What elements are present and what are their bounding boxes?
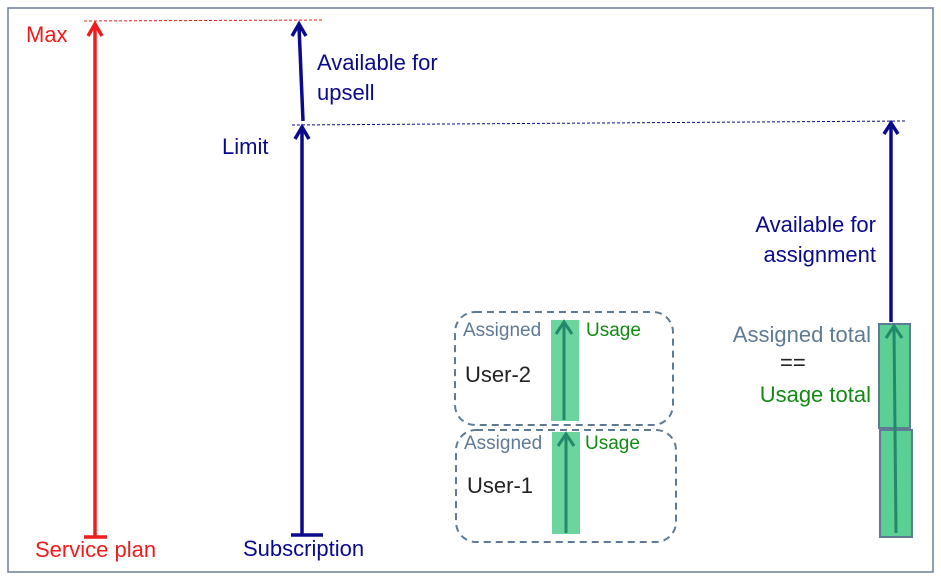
max-dashed-line [83, 19, 324, 22]
available-assignment-line1: Available for [755, 212, 876, 237]
user-2-name: User-2 [465, 362, 532, 387]
max-label: Max [26, 22, 68, 47]
total-usage-arrow [892, 327, 898, 534]
user-1-name: User-1 [467, 473, 534, 498]
user-2-usage-label: Usage [586, 320, 641, 341]
assignment-arrowhead-icon [882, 119, 900, 135]
total-arrowhead-icon [884, 323, 904, 339]
available-upsell-line2: upsell [317, 80, 375, 105]
user-2-arrowhead-icon [554, 319, 574, 335]
subscription-label: Subscription [243, 536, 365, 561]
usage-total-label: Usage total [759, 382, 871, 407]
available-assignment-line2: assignment [763, 242, 876, 267]
service-plan-label: Service plan [35, 537, 157, 562]
user-2-box [454, 311, 674, 426]
service-plan-arrowhead-icon [86, 20, 104, 37]
user-1-box [455, 429, 677, 543]
limit-label: Limit [222, 134, 269, 159]
upsell-arrow [297, 25, 305, 122]
limit-dashed-line [291, 120, 907, 126]
equals-label: == [780, 350, 806, 375]
user-1-usage-label: Usage [585, 433, 640, 454]
upsell-arrowhead-icon [290, 20, 308, 37]
subscription-arrowhead-icon [293, 123, 311, 140]
user-2-assigned-label: Assigned [463, 320, 542, 341]
assigned-total-label: Assigned total [732, 322, 871, 347]
user-1-assigned-label: Assigned [464, 433, 543, 454]
available-upsell-line1: Available for [317, 50, 438, 75]
user-1-arrowhead-icon [556, 431, 576, 447]
frame [7, 7, 934, 573]
